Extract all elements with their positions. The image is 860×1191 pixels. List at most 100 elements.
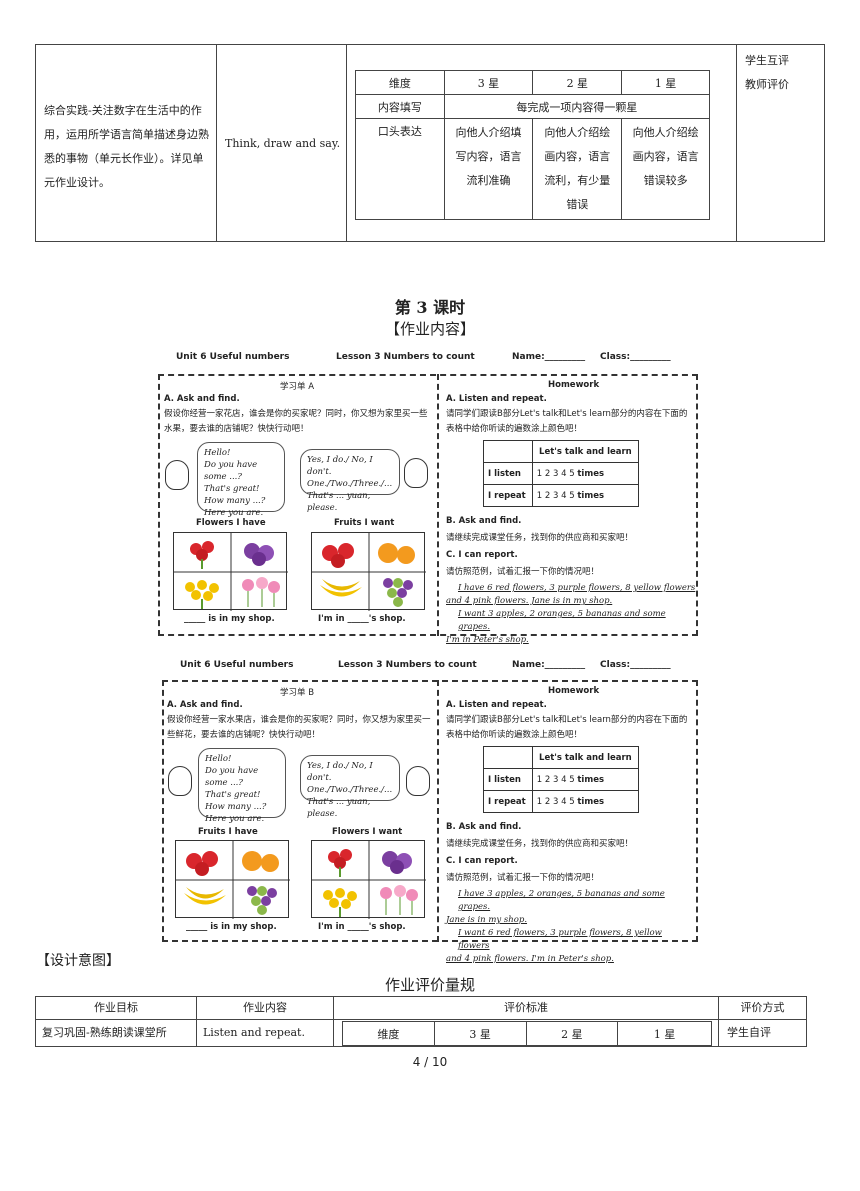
ws-b-right-box-title: Flowers I want <box>332 827 403 837</box>
bt-h-goal: 作业目标 <box>35 996 197 1020</box>
ws-a-hw-b: B. Ask and find. <box>446 516 522 526</box>
page-number: 4 / 10 <box>412 1055 448 1069</box>
ws-b-unit: Unit 6 Useful numbers <box>180 660 294 670</box>
count-row-cells[interactable]: 1 2 3 4 5 times <box>531 790 640 813</box>
rubric-h-1: 1 星 <box>621 70 710 95</box>
report-line: I have 3 apples, 2 oranges, 5 bananas an… <box>458 889 665 912</box>
purple-flowers-icon <box>382 851 412 874</box>
ws-a-desc: 假设你经营一家花店，谁会是你的买家呢？同时，你又想为家里买一些水果，要去谁的店铺… <box>164 409 428 434</box>
pink-flowers-icon <box>380 885 418 915</box>
oranges-icon <box>242 851 279 872</box>
bt-h-method: 评价方式 <box>718 996 807 1020</box>
rubric-title: 作业评价量规 <box>384 976 475 994</box>
method-peer: 学生互评 <box>745 54 789 67</box>
method-cell: 学生互评 教师评价 <box>736 44 825 242</box>
oranges-icon <box>378 543 415 564</box>
red-flowers-icon <box>190 541 214 569</box>
ws-a-hw-a: A. Listen and repeat. <box>446 394 547 404</box>
rubric-r2-3: 向他人介绍填写内容，语言流利准确 <box>443 118 534 220</box>
ws-a-class: Class:_________ <box>600 352 671 362</box>
bubble-line: Yes, I do./ No, I don't. <box>307 455 373 477</box>
content-cell: Think, draw and say. <box>216 44 347 242</box>
design-intent-heading: 【设计意图】 <box>36 953 120 969</box>
report-line: and 4 pink flowers. I'm in Peter's shop. <box>446 954 614 964</box>
speech-bubble-right: Yes, I do./ No, I don't. One./Two./Three… <box>300 449 400 513</box>
count-row-cells[interactable]: 1 2 3 4 5 times <box>531 768 640 791</box>
report-line: I have 6 red flowers, 3 purple flowers, … <box>458 583 696 593</box>
ws-b-left-box-title: Fruits I have <box>198 827 258 837</box>
ws-b-desc: 假设你经营一家水果店，谁会是你的买家呢？同时，你又想为家里买一些鲜花，要去谁的店… <box>167 715 431 740</box>
boy-avatar-icon <box>165 460 189 490</box>
apples-icon <box>322 543 354 568</box>
ws-a-left-box-title: Flowers I have <box>196 518 266 528</box>
bubble-line: How many ...? <box>204 496 266 506</box>
ws-b-hw-title: Homework <box>548 686 600 696</box>
ws-a-report: I have 6 red flowers, 3 purple flowers, … <box>446 582 696 647</box>
rubric-r1-dim: 内容填写 <box>355 94 445 119</box>
method-teacher: 教师评价 <box>745 78 789 91</box>
boy-avatar-icon <box>406 766 430 796</box>
goal-cell: 综合实践-关注数字在生活中的作用，运用所学语言简单描述身边熟悉的事物（单元长作业… <box>35 44 217 242</box>
count-row-label: I repeat <box>483 790 533 813</box>
ws-a-frame <box>158 374 698 636</box>
bt-inner-rubric: 维度 3 星 2 星 1 星 <box>342 1021 712 1046</box>
rubric-r2-dim: 口头表达 <box>355 118 445 220</box>
ws-b-divider <box>437 680 439 942</box>
ws-a-hw-a-desc: 请同学们跟读B部分Let's talk和Let's learn部分的内容在下面的… <box>446 409 688 434</box>
bubble-line: Do you have some ...? <box>205 766 259 788</box>
report-line: Jane is in my shop. <box>446 915 528 925</box>
bubble-line: One./Two./Three./... <box>307 479 393 489</box>
bt-inner-2: 2 星 <box>525 1021 619 1046</box>
ws-b-name: Name:_________ <box>512 660 586 670</box>
ws-a-hw-c: C. I can report. <box>446 550 518 560</box>
count-row-cells[interactable]: 1 2 3 4 5 times <box>531 462 640 485</box>
ws-b-hw-b-desc: 请继续完成课堂任务，找到你的供应商和买家吧！ <box>446 839 634 849</box>
ws-a-sheet-label: 学习单 A <box>280 382 315 392</box>
bubble-line: That's ... yuan, please. <box>307 491 371 513</box>
bananas-icon <box>184 887 226 905</box>
goal-text: 综合实践-关注数字在生活中的作用，运用所学语言简单描述身边熟悉的事物（单元长作业… <box>44 104 209 189</box>
bubble-line: Yes, I do./ No, I don't. <box>307 761 373 783</box>
apples-icon <box>186 851 218 876</box>
inner-rubric: 维度 3 星 2 星 1 星 内容填写 每完成一项内容得一颗星 口头表达 向他人… <box>355 70 711 220</box>
rubric-r2-2: 向他人介绍绘画内容，语言流利，有少量错误 <box>532 118 623 220</box>
lesson-title: 第 3 课时 <box>394 298 466 317</box>
flower-grid <box>311 840 426 919</box>
section-content: 【作业内容】 <box>384 320 475 338</box>
ws-a-left-caption: _____ is in my shop. <box>184 614 275 624</box>
girl-avatar-icon <box>168 766 192 796</box>
ws-b-class: Class:_________ <box>600 660 671 670</box>
bt-h-criteria: 评价标准 <box>333 996 719 1020</box>
bt-inner-1: 1 星 <box>617 1021 712 1046</box>
ws-b-right-caption: I'm in _____'s shop. <box>318 922 406 932</box>
bubble-line: That's great! <box>204 484 260 494</box>
pink-flowers-icon <box>242 577 280 607</box>
bubble-line: One./Two./Three./... <box>307 785 393 795</box>
count-row-cells[interactable]: 1 2 3 4 5 times <box>531 484 640 507</box>
bubble-line: Hello! <box>205 754 232 764</box>
ws-a-hw-b-desc: 请继续完成课堂任务，找到你的供应商和买家吧！ <box>446 533 634 543</box>
speech-bubble-left: Hello! Do you have some ...? That's grea… <box>197 442 285 518</box>
count-times: times <box>577 796 605 807</box>
bt-inner-3: 3 星 <box>433 1021 527 1046</box>
ws-b-frame <box>162 680 698 942</box>
count-table-head: Let's talk and learn <box>531 746 640 769</box>
ws-a-hw-c-desc: 请仿照范例，试着汇报一下你的情况吧！ <box>446 567 600 577</box>
bt-content: Listen and repeat. <box>196 1019 334 1047</box>
ws-b-hw-a: A. Listen and repeat. <box>446 700 547 710</box>
flower-grid <box>173 532 288 611</box>
fruit-grid <box>311 532 426 611</box>
count-row-label: I listen <box>483 768 533 791</box>
bt-method: 学生自评 <box>718 1019 807 1047</box>
ws-b-sheet-label: 学习单 B <box>280 688 315 698</box>
report-line: I want 3 apples, 2 oranges, 5 bananas an… <box>458 609 666 632</box>
ws-a-right-caption: I'm in _____'s shop. <box>318 614 406 624</box>
content-text: Think, draw and say. <box>225 137 341 150</box>
report-line: I'm in Peter's shop. <box>446 635 529 645</box>
bubble-line: How many ...? <box>205 802 267 812</box>
yellow-flowers-icon <box>323 888 357 917</box>
bubble-line: Here you are. <box>205 814 265 824</box>
report-line: I want 6 red flowers, 3 purple flowers, … <box>458 928 662 951</box>
